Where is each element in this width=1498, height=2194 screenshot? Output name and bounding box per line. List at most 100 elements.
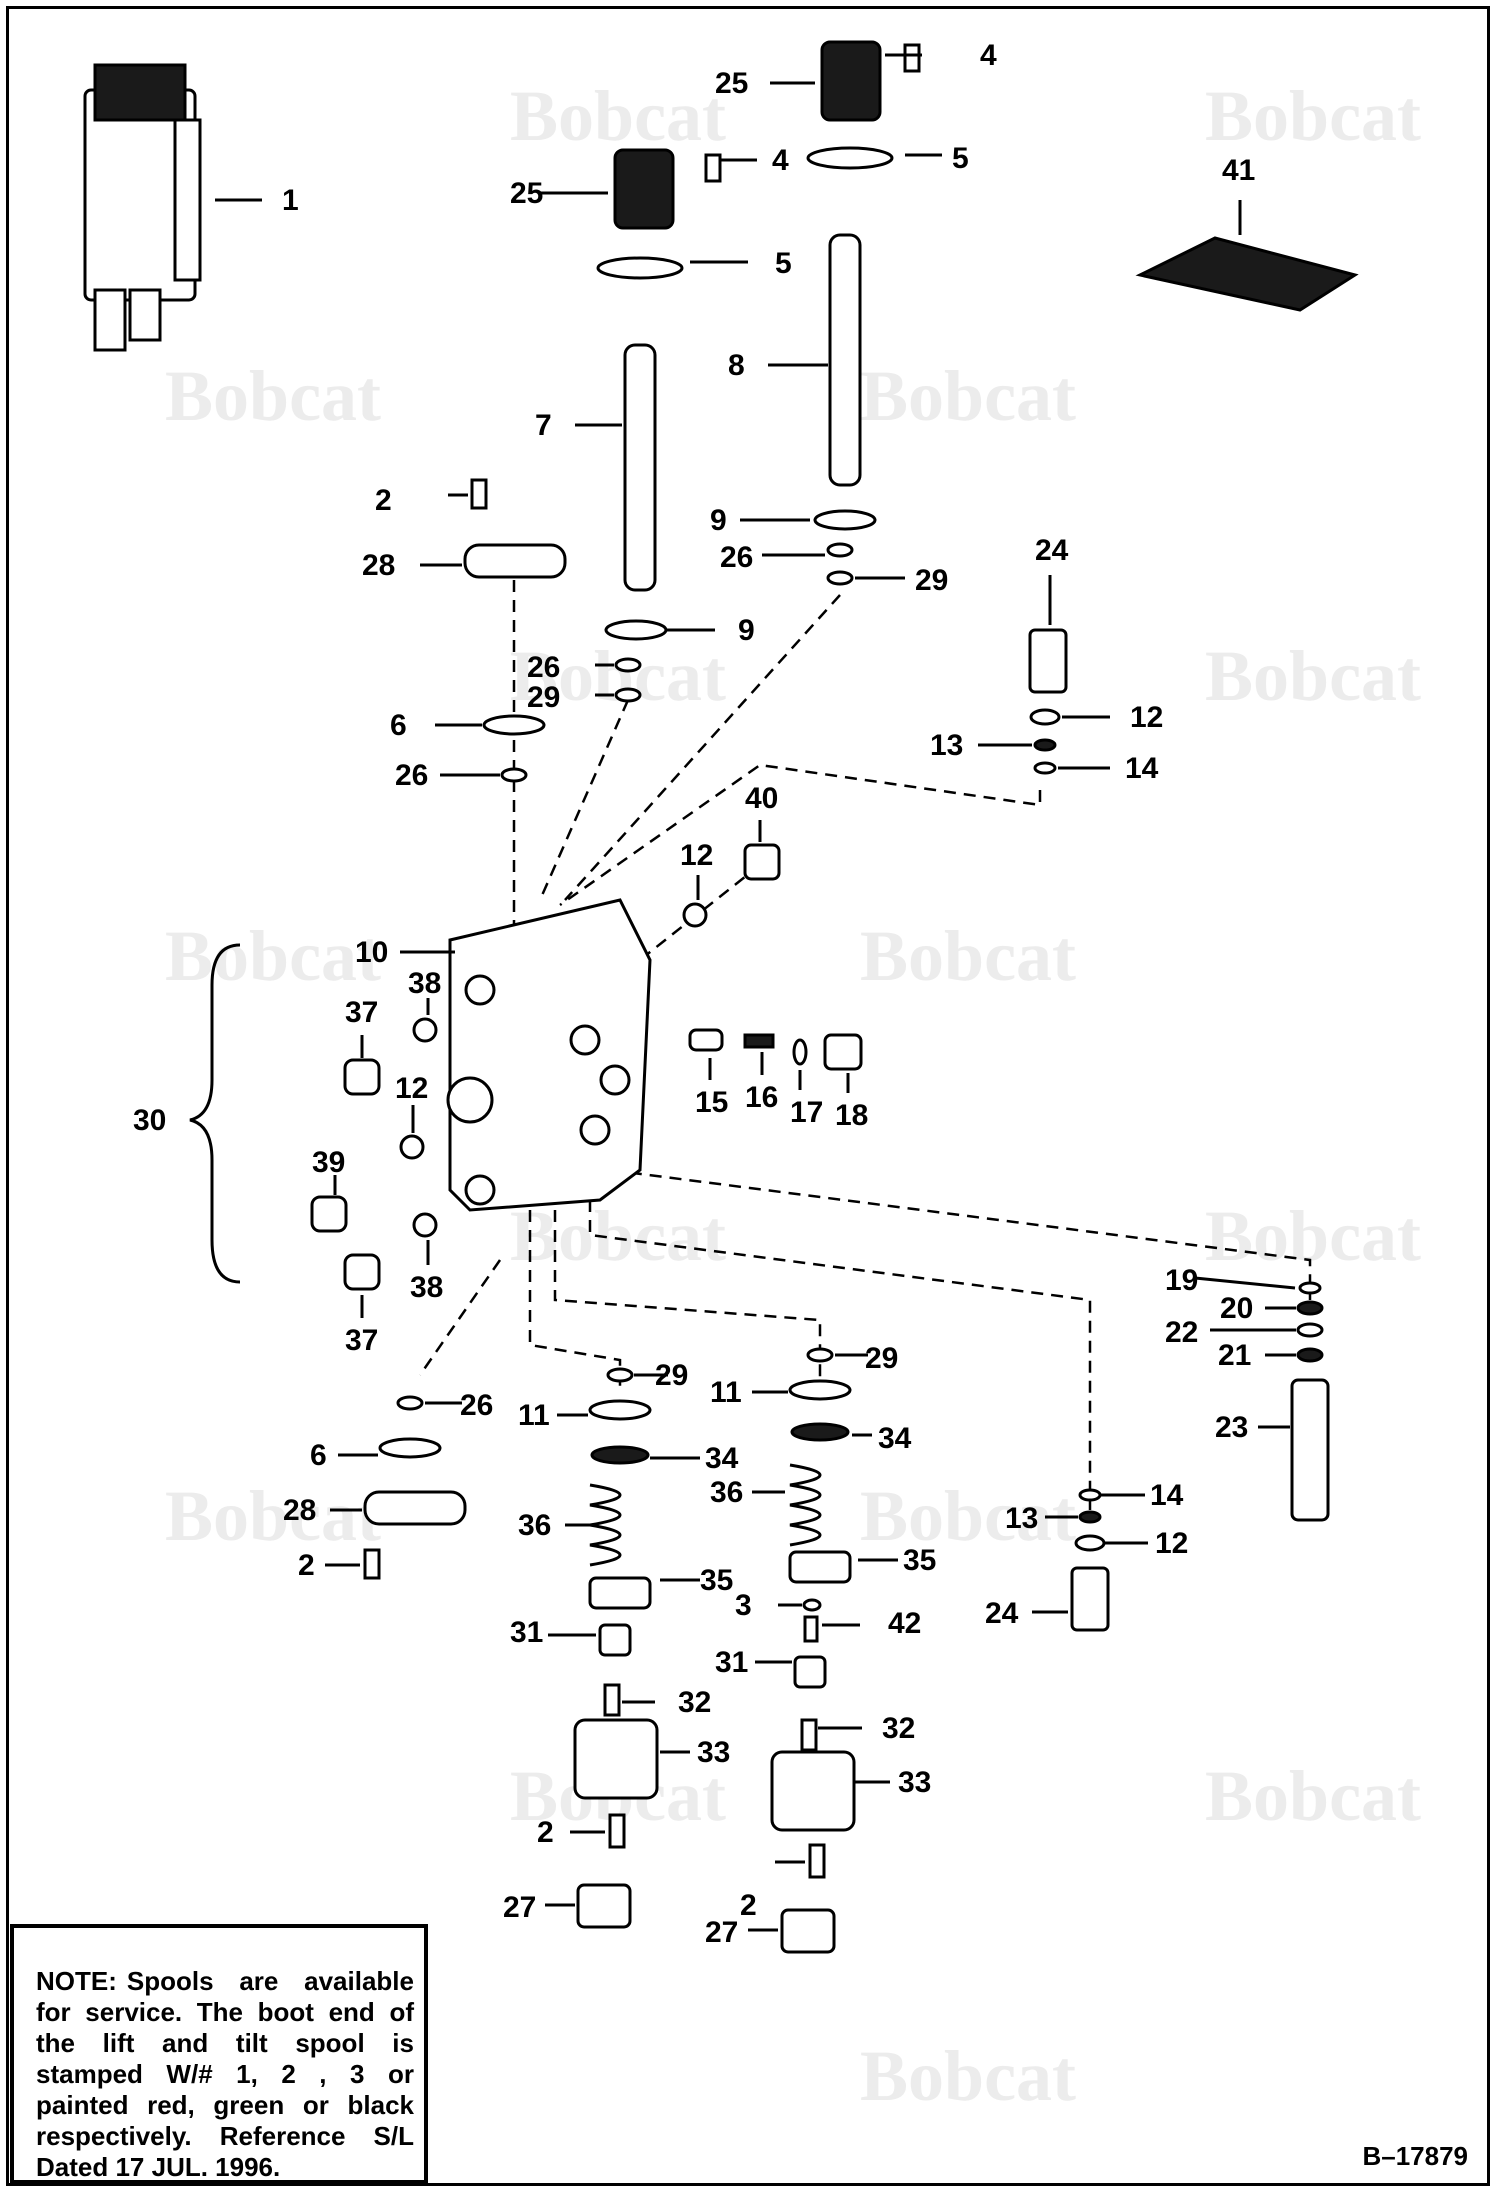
callout-20: 20 bbox=[1220, 1292, 1253, 1325]
washer-6-bottom bbox=[378, 1437, 442, 1459]
callout-12: 12 bbox=[1130, 701, 1163, 734]
check-poppet-15 bbox=[688, 1028, 724, 1052]
callout-35: 35 bbox=[903, 1544, 936, 1577]
plug-40 bbox=[743, 843, 781, 881]
callout-6: 6 bbox=[390, 709, 407, 742]
screw-4-right bbox=[903, 43, 921, 73]
callout-31: 31 bbox=[715, 1646, 748, 1679]
screw-2 bbox=[470, 478, 488, 510]
seal-38-top bbox=[412, 1017, 438, 1043]
callout-24: 24 bbox=[985, 1597, 1019, 1630]
watermark: Bobcat bbox=[165, 356, 381, 436]
callout-18: 18 bbox=[835, 1099, 868, 1132]
callout-25: 25 bbox=[510, 177, 543, 210]
callout-2: 2 bbox=[740, 1889, 757, 1922]
seal-17 bbox=[792, 1038, 808, 1066]
callout-4: 4 bbox=[980, 39, 997, 72]
watermark: Bobcat bbox=[1205, 1756, 1421, 1836]
spool-8 bbox=[828, 233, 862, 487]
callout-1: 1 bbox=[282, 184, 299, 217]
seal-12-left bbox=[399, 1134, 425, 1160]
callout-36: 36 bbox=[518, 1509, 551, 1542]
callout-10: 10 bbox=[355, 936, 388, 969]
callout-6: 6 bbox=[310, 1439, 327, 1472]
callout-14: 14 bbox=[1125, 752, 1159, 785]
cap-28-bottom bbox=[363, 1490, 467, 1526]
callout-27: 27 bbox=[503, 1891, 536, 1924]
seal-20 bbox=[1296, 1300, 1324, 1316]
washer-9-left bbox=[604, 619, 668, 641]
plug-37-bottom bbox=[343, 1253, 381, 1291]
callout-11: 11 bbox=[710, 1376, 742, 1409]
callout-29: 29 bbox=[865, 1342, 898, 1375]
callout-33: 33 bbox=[697, 1736, 730, 1769]
callout-9: 9 bbox=[738, 614, 755, 647]
watermark: Bobcat bbox=[860, 1476, 1076, 1556]
seal-12-lower bbox=[1074, 1534, 1106, 1552]
callout-27: 27 bbox=[705, 1916, 738, 1949]
callout-28: 28 bbox=[362, 549, 395, 582]
watermark: Bobcat bbox=[1205, 1196, 1421, 1276]
watermark: Bobcat bbox=[510, 76, 726, 156]
document-number: B–17879 bbox=[1362, 2141, 1468, 2171]
boot-25-right bbox=[820, 40, 882, 122]
watermark: Bobcat bbox=[165, 916, 381, 996]
spool-end-stack-a bbox=[573, 1367, 659, 1929]
seal-29 bbox=[826, 570, 854, 586]
callout-14: 14 bbox=[1150, 1479, 1184, 1512]
callout-37: 37 bbox=[345, 996, 378, 1029]
seal-38-bottom bbox=[412, 1212, 438, 1238]
screw-2-bottom bbox=[363, 1548, 381, 1580]
watermark: Bobcat bbox=[1205, 76, 1421, 156]
callout-31: 31 bbox=[510, 1616, 543, 1649]
callout-9: 9 bbox=[710, 504, 727, 537]
plug-37-top bbox=[343, 1058, 381, 1096]
callout-37: 37 bbox=[345, 1324, 378, 1357]
callout-25: 25 bbox=[715, 67, 748, 100]
seal-26-bottom bbox=[396, 1395, 424, 1411]
watermark: Bobcat bbox=[165, 1476, 381, 1556]
screw-4-left bbox=[704, 153, 722, 183]
callout-7: 7 bbox=[535, 409, 552, 442]
seal-29 bbox=[614, 687, 642, 703]
seal-14-lower bbox=[1078, 1488, 1102, 1502]
callout-12: 12 bbox=[680, 839, 713, 872]
washer-9-right bbox=[813, 509, 877, 531]
callout-24: 24 bbox=[1035, 534, 1069, 567]
callout-29: 29 bbox=[915, 564, 948, 597]
callout-21: 21 bbox=[1218, 1339, 1251, 1372]
seal-13-lower bbox=[1078, 1510, 1102, 1524]
callout-32: 32 bbox=[678, 1686, 711, 1719]
leader-lines bbox=[215, 53, 1296, 1932]
relief-valve-24-top bbox=[1028, 628, 1068, 694]
callout-2: 2 bbox=[537, 1816, 554, 1849]
seal-12 bbox=[1029, 708, 1061, 726]
relief-valve-24-bottom bbox=[1070, 1566, 1110, 1632]
callout-3: 3 bbox=[735, 1589, 752, 1622]
callout-29: 29 bbox=[655, 1359, 688, 1392]
callout-13: 13 bbox=[1005, 1502, 1038, 1535]
callout-19: 19 bbox=[1165, 1264, 1198, 1297]
callout-29: 29 bbox=[527, 681, 560, 714]
plate-5-left bbox=[596, 256, 684, 280]
watermark: Bobcat bbox=[1205, 636, 1421, 716]
callout-28: 28 bbox=[283, 1494, 316, 1527]
callout-34: 34 bbox=[878, 1422, 912, 1455]
note-text: Spools are available for service. The bo… bbox=[36, 1966, 414, 2182]
valve-body-10 bbox=[446, 898, 652, 1212]
callout-15: 15 bbox=[695, 1086, 728, 1119]
spring-16 bbox=[743, 1033, 775, 1049]
callout-11: 11 bbox=[518, 1399, 550, 1432]
spool-7 bbox=[623, 343, 657, 592]
callout-34: 34 bbox=[705, 1442, 739, 1475]
seal-13 bbox=[1033, 738, 1057, 752]
callout-26: 26 bbox=[720, 541, 753, 574]
diagram-border bbox=[6, 6, 1490, 2186]
decal-41 bbox=[1135, 236, 1359, 312]
callout-12: 12 bbox=[395, 1072, 428, 1105]
callout-36: 36 bbox=[710, 1476, 743, 1509]
callout-35: 35 bbox=[700, 1564, 733, 1597]
callout-40: 40 bbox=[745, 782, 778, 815]
callout-38: 38 bbox=[410, 1271, 443, 1304]
